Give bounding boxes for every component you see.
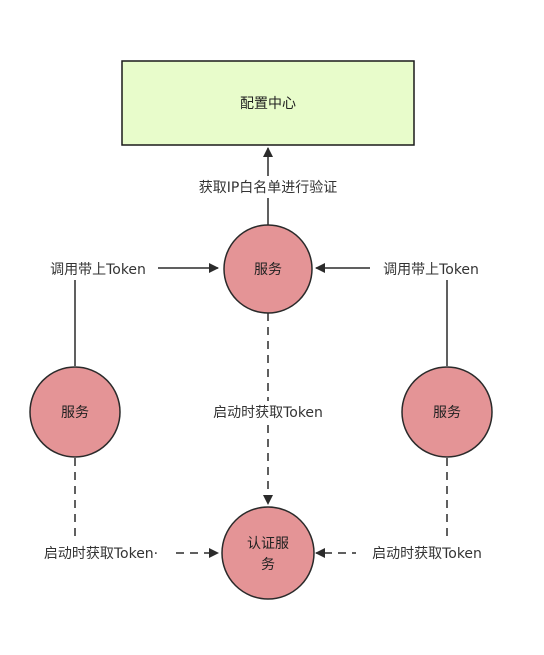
right-token-edge xyxy=(315,458,448,558)
whitelist-edge-label: 获取IP白名单进行验证 xyxy=(199,180,338,196)
config-center-label: 配置中心 xyxy=(240,96,296,112)
right-token-edge-label: 启动时获取Token xyxy=(372,546,482,562)
left-token-edge xyxy=(74,458,219,558)
service-right-node xyxy=(401,366,493,458)
service-left-label: 服务 xyxy=(61,405,89,421)
auth-service-label-line2: 务 xyxy=(261,557,275,573)
service-top-label: 服务 xyxy=(254,262,282,278)
right-token-label-bg xyxy=(356,542,498,564)
left-token-label-bg xyxy=(30,542,174,564)
right-call-edge xyxy=(315,263,448,366)
whitelist-label-bg xyxy=(180,176,356,198)
left-token-edge-label: 启动时获取Token· xyxy=(44,546,158,562)
left-call-label-bg xyxy=(38,258,158,280)
left-call-edge xyxy=(74,263,219,366)
center-token-edge-label: 启动时获取Token xyxy=(213,405,323,421)
center-token-label-bg xyxy=(196,401,340,423)
left-call-edge-label: 调用带上Token xyxy=(50,262,146,278)
config-center-box xyxy=(121,60,415,146)
service-left-node xyxy=(29,366,121,458)
right-call-label-bg xyxy=(370,258,492,280)
auth-service-label-line1: 认证服 xyxy=(247,536,289,552)
service-right-label: 服务 xyxy=(433,405,461,421)
service-top-node xyxy=(223,224,313,314)
auth-service-node xyxy=(221,506,315,600)
right-call-edge-label: 调用带上Token xyxy=(383,262,479,278)
